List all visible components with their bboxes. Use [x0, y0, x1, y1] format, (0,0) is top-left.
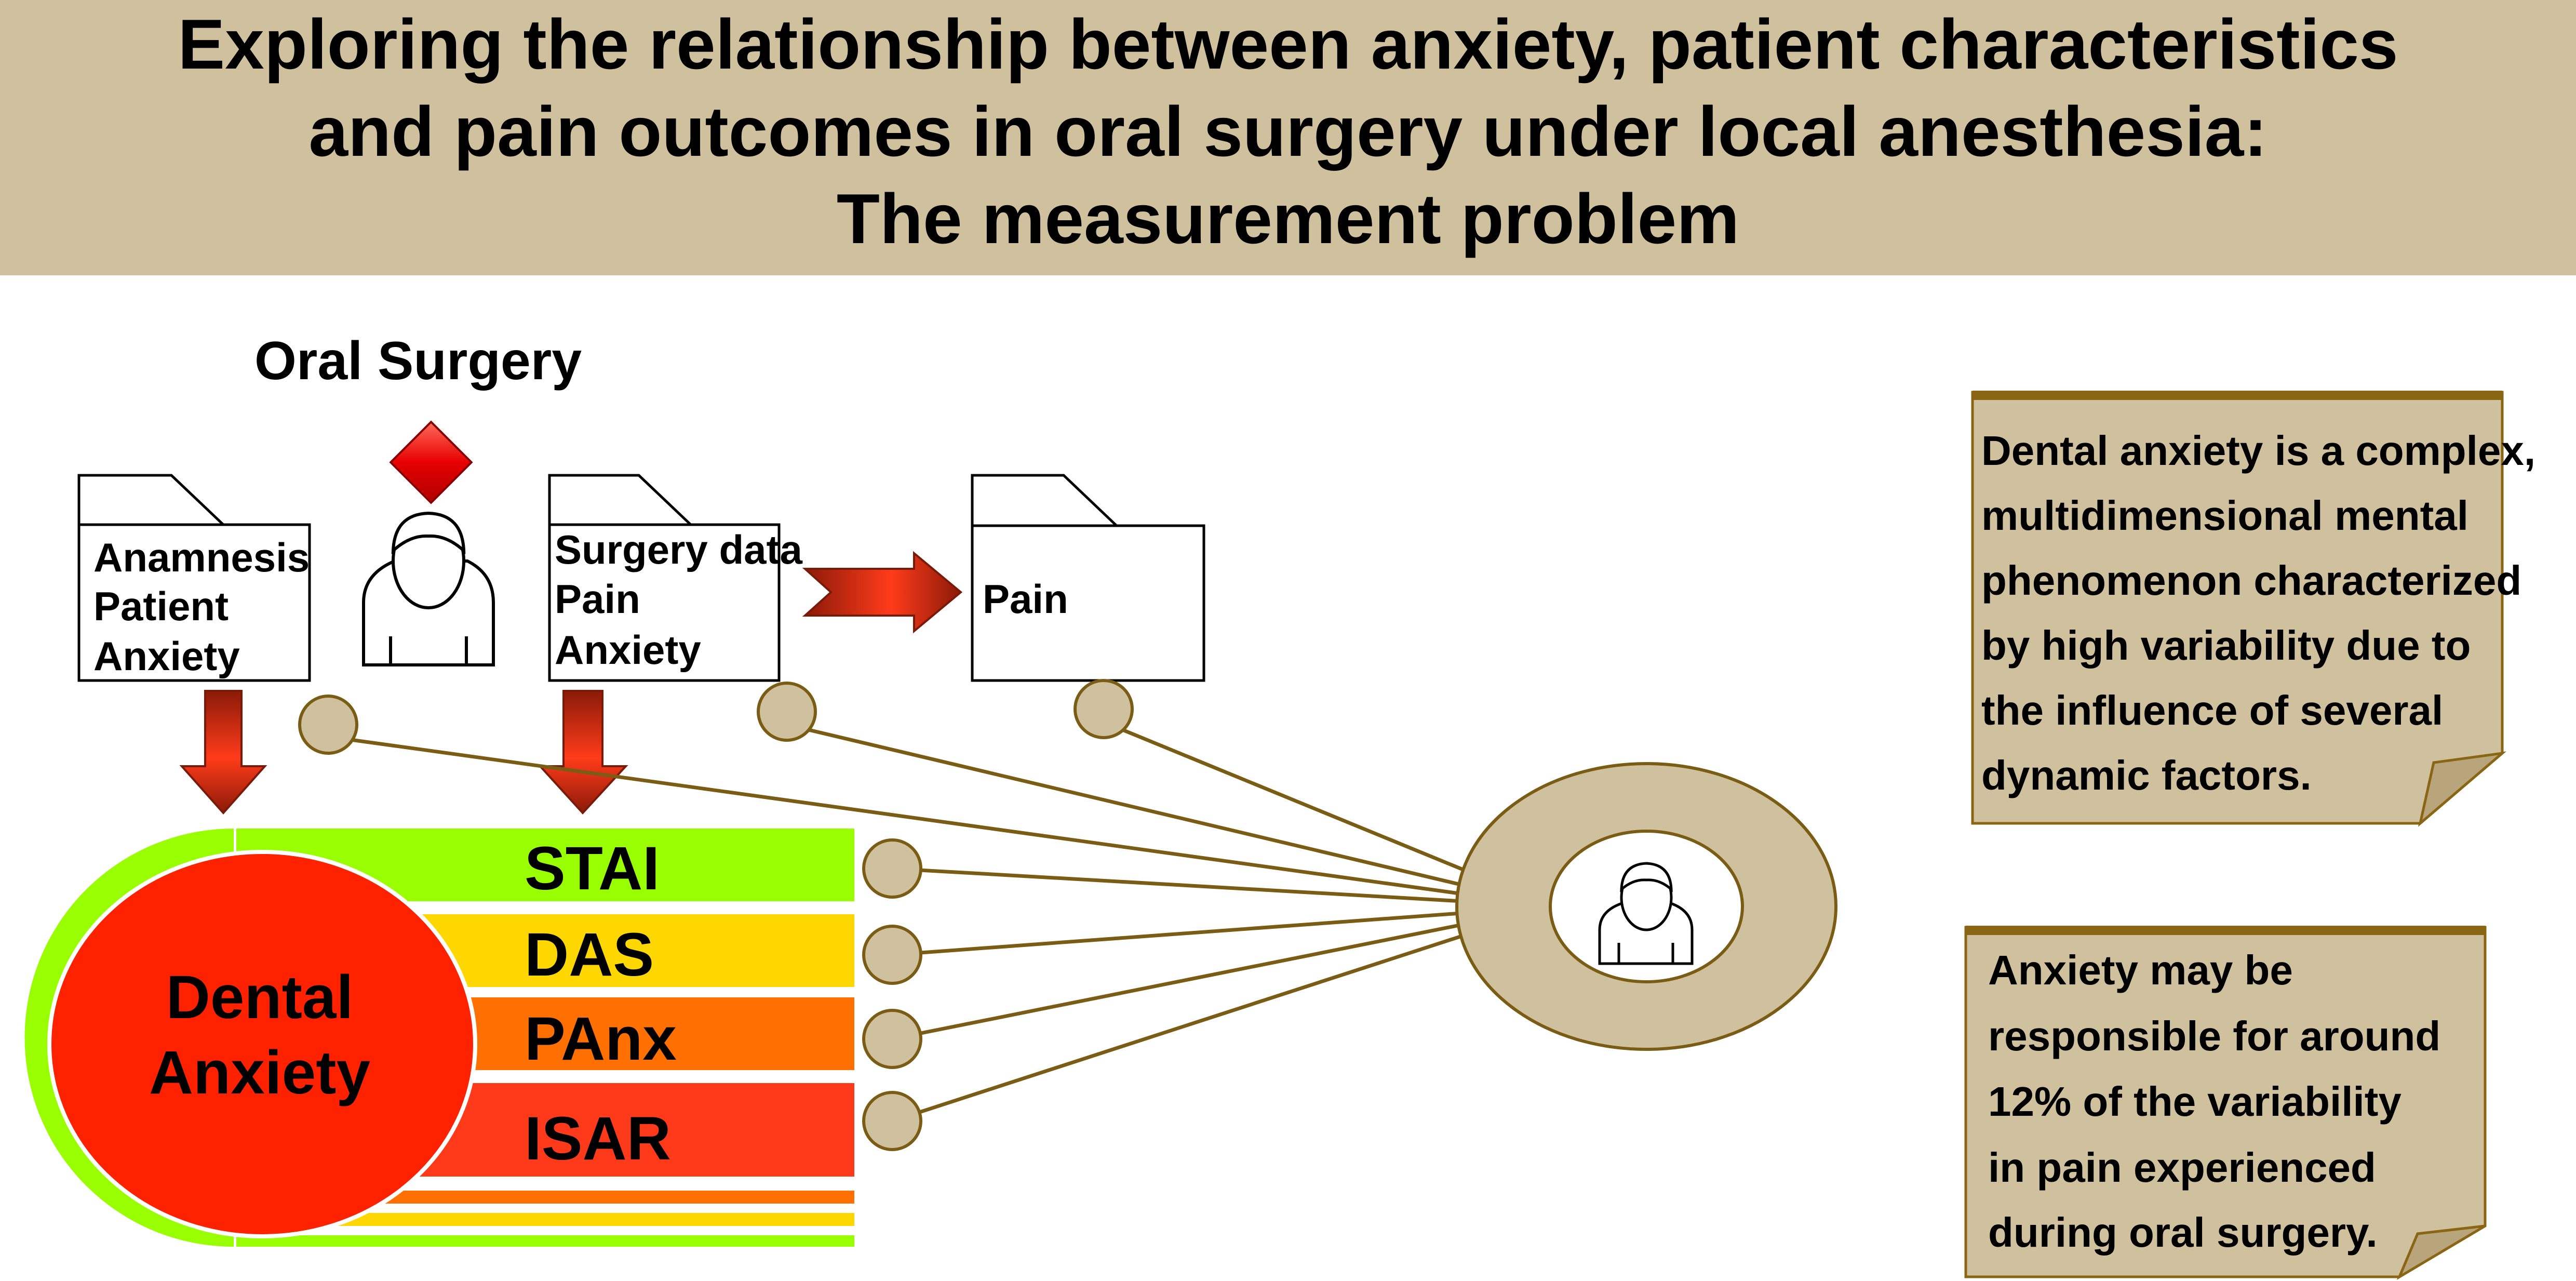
note-complexity: Dental anxiety is a complex, multidimens…: [1971, 391, 2535, 827]
down-arrow-anamnesis: [179, 690, 267, 815]
note2-line-5: during oral surgery.: [1988, 1209, 2378, 1256]
node-pain: [1074, 679, 1134, 739]
surgery-line-2: Pain: [555, 576, 640, 622]
note1-line-2: multidimensional mental: [1981, 492, 2468, 539]
anamnesis-folder: Anamnesis Patient Anxiety: [77, 474, 311, 682]
note2-line-1: Anxiety may be: [1988, 947, 2293, 993]
diamond-icon: [389, 420, 473, 504]
arrow-to-pain: [802, 551, 963, 634]
pain-label: Pain: [983, 576, 1068, 622]
node-surgery: [757, 682, 817, 742]
anamnesis-line-3: Anxiety: [93, 633, 240, 679]
stripe-green: [236, 1235, 854, 1247]
target-person-icon: [1598, 862, 1694, 965]
node-das: [862, 925, 922, 985]
stai-label: STAI: [525, 834, 660, 903]
note1-line-4: by high variability due to: [1981, 622, 2471, 669]
note1-line-5: the influence of several: [1981, 687, 2443, 733]
oral-surgery-label: Oral Surgery: [254, 331, 582, 391]
patient-target: [1455, 762, 1837, 1051]
dental-anxiety-line-2: Anxiety: [149, 1038, 370, 1107]
note1-line-6: dynamic factors.: [1981, 752, 2312, 798]
note1-line-3: phenomenon characterized: [1981, 557, 2521, 604]
down-arrow-surgery: [538, 690, 628, 815]
pain-folder: Pain: [971, 474, 1205, 682]
title-line-3: The measurement problem: [837, 179, 1739, 258]
surgery-line-1: Surgery data: [555, 527, 802, 572]
isar-label: ISAR: [525, 1104, 671, 1173]
panx-label: PAnx: [525, 1005, 677, 1073]
note2-line-4: in pain experienced: [1988, 1144, 2376, 1191]
surgery-folder: Surgery data Pain Anxiety: [548, 474, 802, 682]
anamnesis-line-2: Patient: [93, 583, 229, 629]
das-label: DAS: [525, 920, 654, 989]
patient-person-icon: [362, 511, 495, 666]
dental-anxiety-line-1: Dental: [166, 963, 354, 1032]
note2-line-3: 12% of the variability: [1988, 1078, 2401, 1125]
note-variability: Anxiety may be responsible for around 12…: [1964, 926, 2487, 1280]
title-line-2: and pain outcomes in oral surgery under …: [308, 92, 2267, 171]
node-panx: [862, 1009, 922, 1069]
dental-anxiety-circle: Dental Anxiety: [47, 850, 477, 1238]
connector-nodes: [298, 679, 1134, 1151]
surgery-line-3: Anxiety: [555, 627, 701, 673]
header-band: [0, 0, 2576, 275]
note1-line-1: Dental anxiety is a complex,: [1981, 428, 2535, 474]
anamnesis-line-1: Anamnesis: [93, 535, 310, 580]
title-line-1: Exploring the relationship between anxie…: [178, 5, 2398, 84]
note2-line-2: responsible for around: [1988, 1013, 2440, 1059]
node-isar: [862, 1091, 922, 1151]
node-stai: [862, 838, 922, 899]
node-anamnesis: [298, 695, 358, 755]
